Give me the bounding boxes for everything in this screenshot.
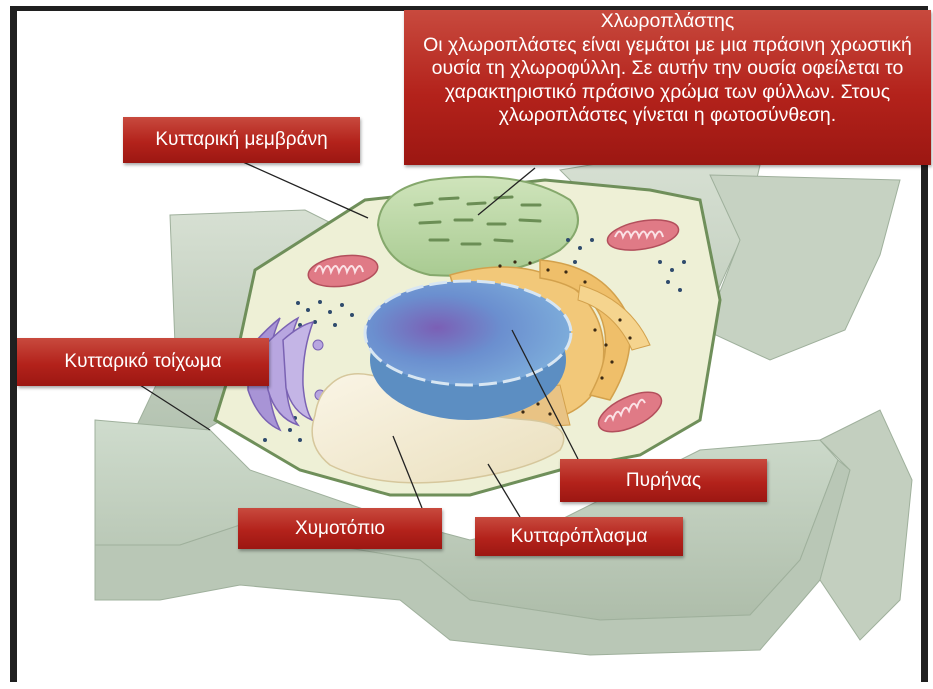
chloroplast-callout: Χλωροπλάστης Οι χλωροπλάστες είναι γεμάτ… — [404, 10, 931, 165]
vacuole-label: Χυμοτόπιο — [238, 508, 442, 549]
cytoplasm-label: Κυτταρόπλασμα — [475, 517, 683, 556]
cell-membrane-label: Κυτταρική μεμβράνη — [123, 117, 360, 163]
nucleus — [365, 281, 571, 420]
nucleus-label: Πυρήνας — [560, 459, 767, 502]
chloroplast-description: Οι χλωροπλάστες είναι γεμάτοι με μια πρά… — [404, 34, 931, 128]
cell-wall-label: Κυτταρικό τοίχωμα — [17, 338, 269, 386]
chloroplast-title: Χλωροπλάστης — [404, 10, 931, 34]
